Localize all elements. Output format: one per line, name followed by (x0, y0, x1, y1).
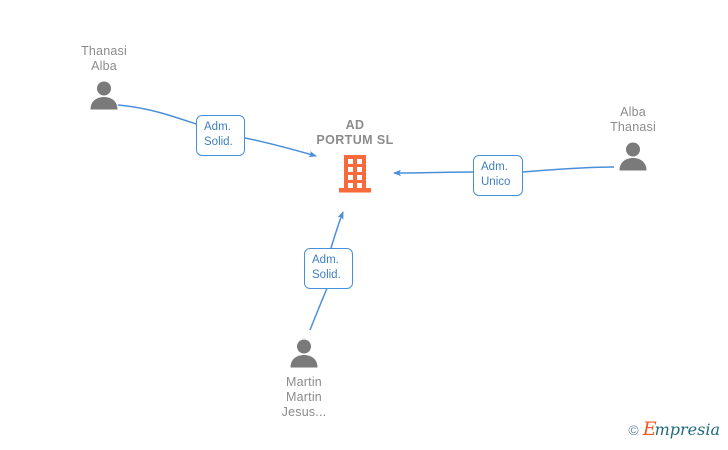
person-label-alba-thanasi: Alba Thanasi (610, 105, 656, 134)
copyright-icon: © (628, 422, 639, 438)
watermark-empresia: © Empresia (628, 420, 720, 440)
brand-name: mpresia (654, 420, 720, 439)
relation-label-alba-thanasi[interactable]: Adm. Unico (473, 155, 523, 196)
relation-label-thanasi-alba[interactable]: Adm. Solid. (196, 115, 245, 156)
brand-initial: E (642, 418, 657, 440)
building-icon (339, 155, 371, 193)
relation-label-martin-martin-jesus[interactable]: Adm. Solid. (304, 248, 353, 289)
person-label-thanasi-alba: Thanasi Alba (81, 44, 127, 73)
company-label: AD PORTUM SL (316, 118, 394, 147)
person-node-thanasi-alba[interactable]: Thanasi Alba (44, 44, 164, 112)
person-icon (290, 339, 318, 368)
edge-martin-to-label (309, 285, 329, 331)
person-node-martin-martin-jesus[interactable]: Martin Martin Jesus... (244, 336, 364, 420)
person-label-martin-martin-jesus: Martin Martin Jesus... (281, 375, 327, 419)
edge-label-to-company-bottom (330, 211, 344, 249)
person-icon (619, 142, 647, 171)
company-node-ad-portum-sl[interactable]: AD PORTUM SL (295, 118, 415, 195)
person-node-alba-thanasi[interactable]: Alba Thanasi (573, 105, 693, 173)
person-icon (90, 81, 118, 110)
